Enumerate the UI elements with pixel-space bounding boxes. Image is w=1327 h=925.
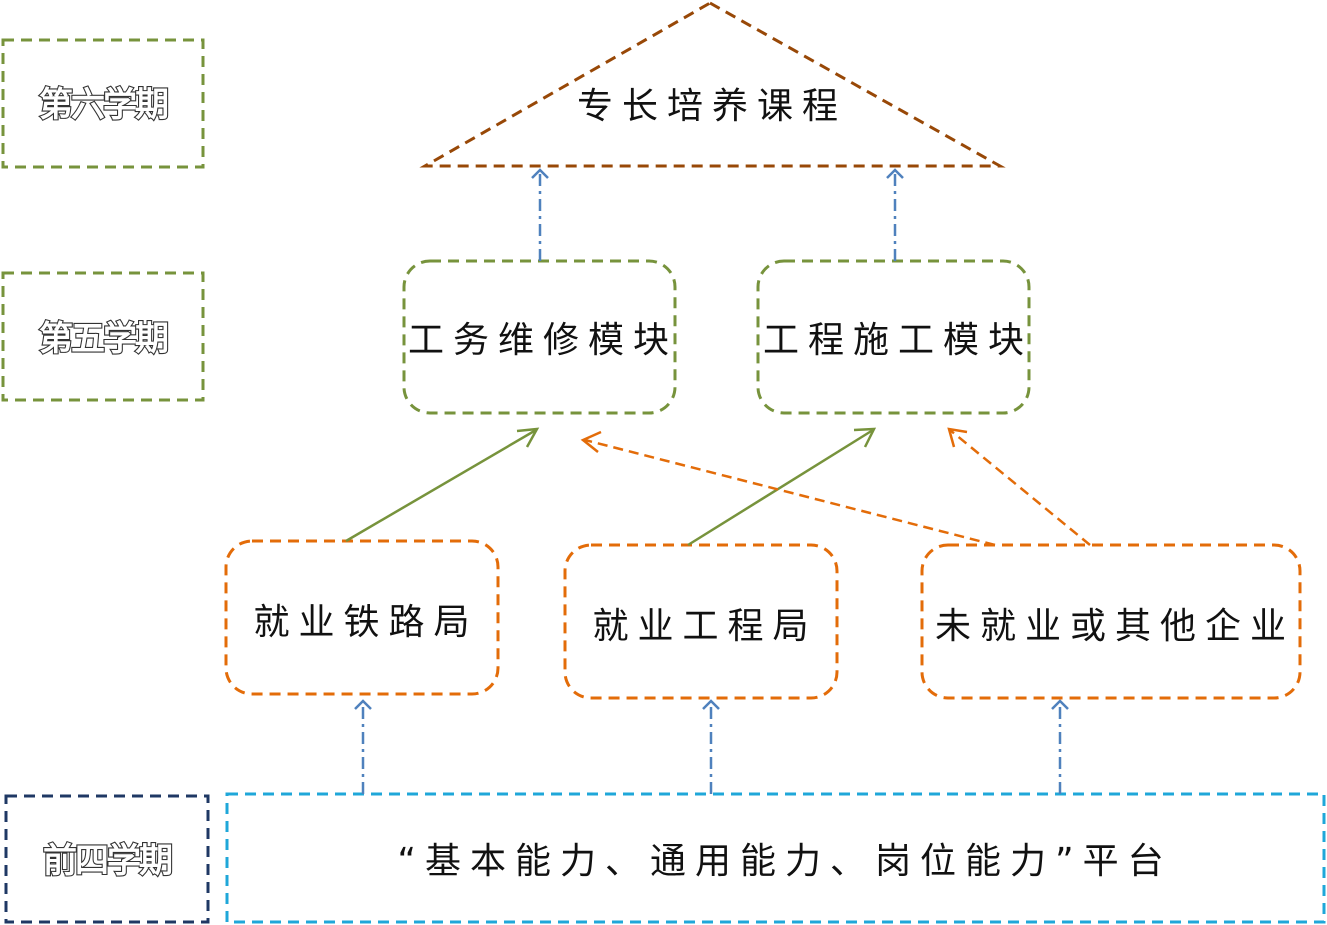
semester-first-four-box bbox=[4, 794, 210, 924]
semester-first-four: 前四学期 bbox=[4, 794, 210, 924]
specialty-courses-node: 专长培养课程 bbox=[419, 1, 1006, 168]
railway-bureau-node: 就业铁路局 bbox=[224, 539, 500, 696]
arrow-engineering-to-construction-head bbox=[853, 427, 877, 448]
construction-module-node: 工程施工模块 bbox=[756, 259, 1033, 415]
engineering-bureau-label: 就业工程局 bbox=[592, 606, 817, 647]
railway-bureau-label: 就业铁路局 bbox=[253, 602, 478, 643]
arrow-railway-to-maintenance bbox=[345, 427, 540, 543]
arrow-other-to-maintenance-head bbox=[580, 430, 602, 453]
semester-sixth-label: 第六学期 bbox=[39, 85, 168, 125]
platform-node: “基本能力、通用能力、岗位能力”平台 bbox=[225, 792, 1326, 924]
arrow-engineering-to-construction bbox=[687, 427, 877, 547]
railway-bureau-box bbox=[224, 539, 500, 696]
semester-first-four-label: 前四学期 bbox=[43, 841, 172, 881]
arrow-railway-to-maintenance-line bbox=[345, 428, 537, 543]
semester-fifth: 第五学期 bbox=[1, 271, 205, 402]
construction-module-box bbox=[756, 259, 1031, 415]
semester-sixth-box bbox=[1, 38, 205, 169]
other-enterprise-node: 未就业或其他企业 bbox=[920, 543, 1302, 700]
maintenance-module-label: 工务维修模块 bbox=[408, 320, 678, 361]
construction-module-label: 工程施工模块 bbox=[763, 320, 1033, 361]
other-enterprise-label: 未就业或其他企业 bbox=[935, 606, 1295, 647]
platform-label: “基本能力、通用能力、岗位能力”平台 bbox=[397, 841, 1172, 882]
semester-fifth-box bbox=[1, 271, 205, 402]
arrow-railway-to-maintenance-head bbox=[516, 427, 540, 448]
semester-fifth-label: 第五学期 bbox=[39, 319, 168, 359]
platform-box bbox=[225, 792, 1326, 924]
specialty-courses-label: 专长培养课程 bbox=[577, 86, 847, 127]
arrow-other-to-construction-line bbox=[949, 429, 1091, 546]
other-enterprise-box bbox=[920, 543, 1302, 700]
engineering-bureau-node: 就业工程局 bbox=[563, 543, 839, 700]
specialty-courses-roof bbox=[419, 1, 1006, 168]
arrow-other-to-maintenance-line bbox=[584, 438, 996, 547]
semester-sixth: 第六学期 bbox=[1, 38, 205, 169]
arrow-other-to-construction bbox=[947, 427, 1091, 546]
arrow-engineering-to-construction-line bbox=[687, 428, 874, 547]
engineering-bureau-box bbox=[563, 543, 839, 700]
arrow-other-to-construction-head bbox=[947, 427, 968, 448]
maintenance-module-node: 工务维修模块 bbox=[402, 259, 678, 415]
arrow-other-to-maintenance bbox=[580, 430, 996, 547]
